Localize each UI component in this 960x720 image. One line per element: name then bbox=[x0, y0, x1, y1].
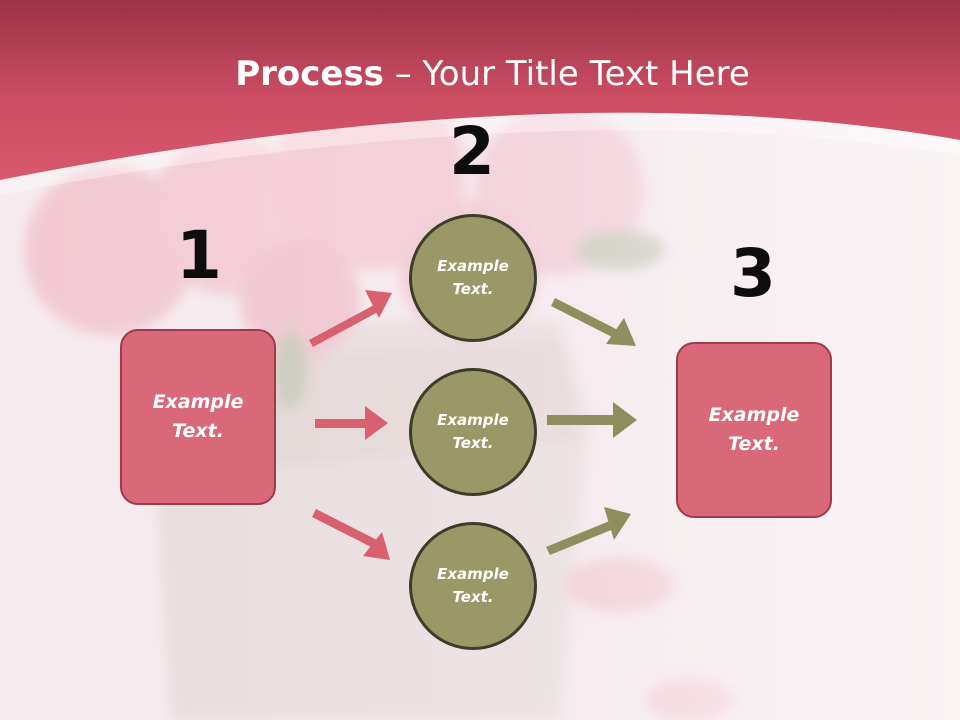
arrow-olive-down bbox=[551, 298, 636, 346]
circle-middle-line1: Example bbox=[437, 411, 509, 429]
arrow-olive-right bbox=[547, 402, 637, 438]
right-box-line1: Example bbox=[708, 404, 800, 426]
arrow-pink-up bbox=[309, 290, 392, 347]
circle-bottom-line1: Example bbox=[437, 565, 509, 583]
circle-top-line1: Example bbox=[437, 257, 509, 275]
circle-middle-line2: Text. bbox=[452, 434, 494, 452]
left-box-line2: Text. bbox=[172, 420, 224, 442]
title-bold: Process bbox=[235, 54, 384, 94]
circle-bottom-line2: Text. bbox=[452, 588, 494, 606]
circle-top-line2: Text. bbox=[452, 280, 494, 298]
step-number-2: 2 bbox=[449, 113, 495, 190]
arrow-olive-up bbox=[546, 507, 631, 555]
arrow-pink-right bbox=[315, 406, 388, 440]
title-rest: – Your Title Text Here bbox=[383, 54, 750, 94]
left-box-line1: Example bbox=[152, 391, 244, 413]
arrow-pink-down bbox=[312, 509, 390, 560]
step-number-3: 3 bbox=[730, 235, 776, 312]
right-box-line2: Text. bbox=[728, 433, 780, 455]
step-number-1: 1 bbox=[176, 217, 222, 294]
slide-title: Process – Your Title Text Here bbox=[0, 52, 960, 96]
